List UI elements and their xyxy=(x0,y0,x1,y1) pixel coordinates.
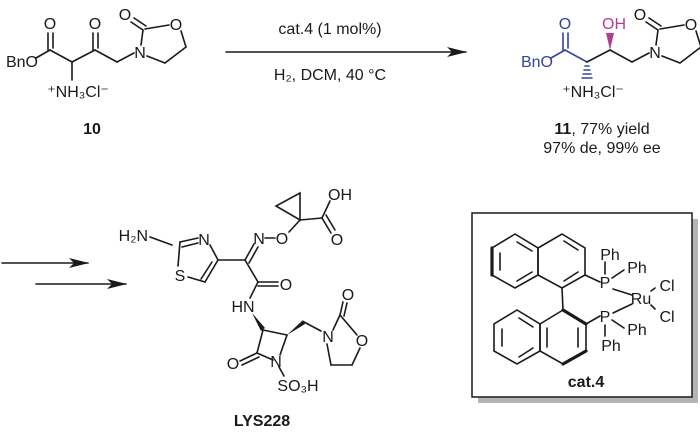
atom-label: N xyxy=(253,231,265,248)
atom-label: HN xyxy=(231,299,254,316)
compound-10: BnO O O ⁺NH₃Cl⁻ N O O 10 xyxy=(6,7,187,138)
atom-label: O xyxy=(331,232,343,249)
compound-11-selectivity: 97% de, 99% ee xyxy=(543,140,661,157)
atom-label: Ru xyxy=(631,291,651,308)
atom-label: Cl xyxy=(659,309,674,326)
atom-label: SO₃H xyxy=(277,378,318,395)
atom-label: O xyxy=(280,277,292,294)
catalyst-label: cat.4 xyxy=(568,374,605,391)
compound-11: BnO O OH ⁺NH₃Cl⁻ N O O xyxy=(521,7,700,101)
atom-label: H₂N xyxy=(119,228,148,245)
atom-label: Cl xyxy=(659,278,674,295)
atom-label: S xyxy=(175,268,186,285)
atom-label: O xyxy=(685,17,697,34)
atom-label: Ph xyxy=(600,247,620,264)
multistep-arrows xyxy=(1,258,127,289)
reaction-arrow: cat.4 (1 mol%) H₂, DCM, 40 °C xyxy=(225,21,467,84)
atom-label: N xyxy=(198,232,210,249)
atom-label: P xyxy=(600,309,611,326)
compound-label: 10 xyxy=(83,121,101,138)
atom-label: ⁺NH₃Cl⁻ xyxy=(47,84,109,101)
atom-label: O xyxy=(276,231,288,248)
atom-label: O xyxy=(356,333,368,350)
atom-label: O xyxy=(44,16,56,33)
atom-label: P xyxy=(600,275,611,292)
atom-label: Ph xyxy=(627,322,647,339)
atom-label: O xyxy=(227,356,239,373)
atom-label: O xyxy=(170,17,182,34)
atom-label: ⁺NH₃Cl⁻ xyxy=(562,84,624,101)
reagent-conditions-bottom: H₂, DCM, 40 °C xyxy=(274,67,386,84)
atom-label: OH xyxy=(328,187,352,204)
compound-label: LYS228 xyxy=(234,413,290,430)
atom-label: N xyxy=(649,45,661,62)
atom-label: Ph xyxy=(601,338,621,355)
lys228-structure: H₂N N S N O OH O O HN O N SO₃H N O O LYS… xyxy=(119,187,369,430)
atom-label: O xyxy=(342,287,354,304)
atom-label: N xyxy=(134,45,146,62)
atom-label: O xyxy=(559,16,571,33)
atom-label: O xyxy=(634,7,646,24)
atom-label: BnO xyxy=(521,54,553,71)
atom-label: N xyxy=(270,354,282,371)
atom-label: N xyxy=(322,329,334,346)
reagent-conditions-top: cat.4 (1 mol%) xyxy=(278,21,381,38)
atom-label: O xyxy=(89,16,101,33)
atom-label-hydroxyl: OH xyxy=(602,16,626,33)
atom-label: BnO xyxy=(6,54,38,71)
atom-label: O xyxy=(119,7,131,24)
atom-label: Ph xyxy=(627,260,647,277)
compound-11-label: 11, 77% yield xyxy=(554,121,649,138)
catalyst-box: P P Ru Cl Cl Ph Ph Ph Ph cat.4 xyxy=(471,212,698,403)
